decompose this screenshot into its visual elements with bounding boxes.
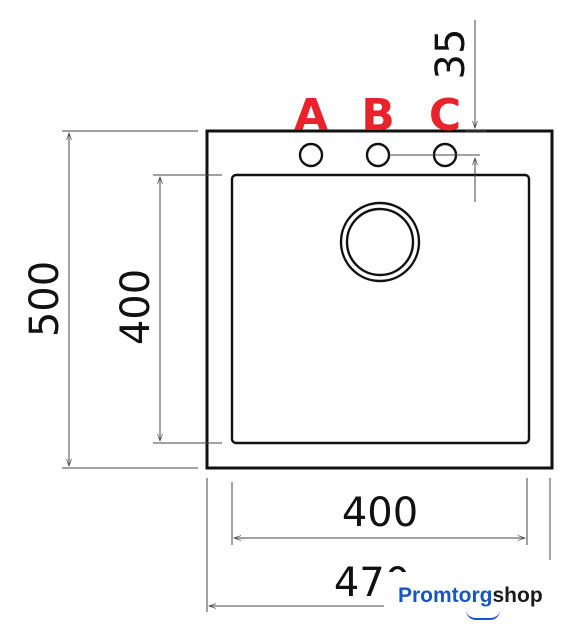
tap-label-c: C bbox=[429, 90, 461, 141]
tap-label-a: A bbox=[294, 90, 328, 141]
sink-outer-outline bbox=[205, 129, 554, 470]
dimension-bowl-height-label: 400 bbox=[113, 269, 159, 345]
dimension-overall-height-label: 500 bbox=[22, 261, 68, 337]
dimension-top-offset-label: 35 bbox=[428, 29, 474, 80]
tap-hole-a bbox=[298, 142, 324, 168]
dimension-bowl-width-label: 400 bbox=[342, 490, 418, 536]
drain-icon bbox=[339, 201, 421, 283]
bowl-outline bbox=[230, 173, 531, 445]
dimension-bowl-height: 400 bbox=[113, 174, 222, 444]
logo-part-shop: shop bbox=[492, 584, 543, 607]
dimension-overall-height: 500 bbox=[22, 130, 198, 469]
promtorgshop-logo[interactable]: Promtorgshop bbox=[384, 572, 564, 628]
dimension-bowl-width: 400 bbox=[231, 478, 528, 545]
logo-swoosh-icon bbox=[466, 610, 500, 620]
tap-hole-b bbox=[365, 142, 391, 168]
tap-label-b: B bbox=[361, 90, 395, 141]
logo-part-promtorg: Promtorg bbox=[398, 584, 493, 607]
dimension-top-offset: 35 bbox=[428, 20, 487, 202]
logo-wordmark: Promtorgshop bbox=[398, 584, 543, 608]
